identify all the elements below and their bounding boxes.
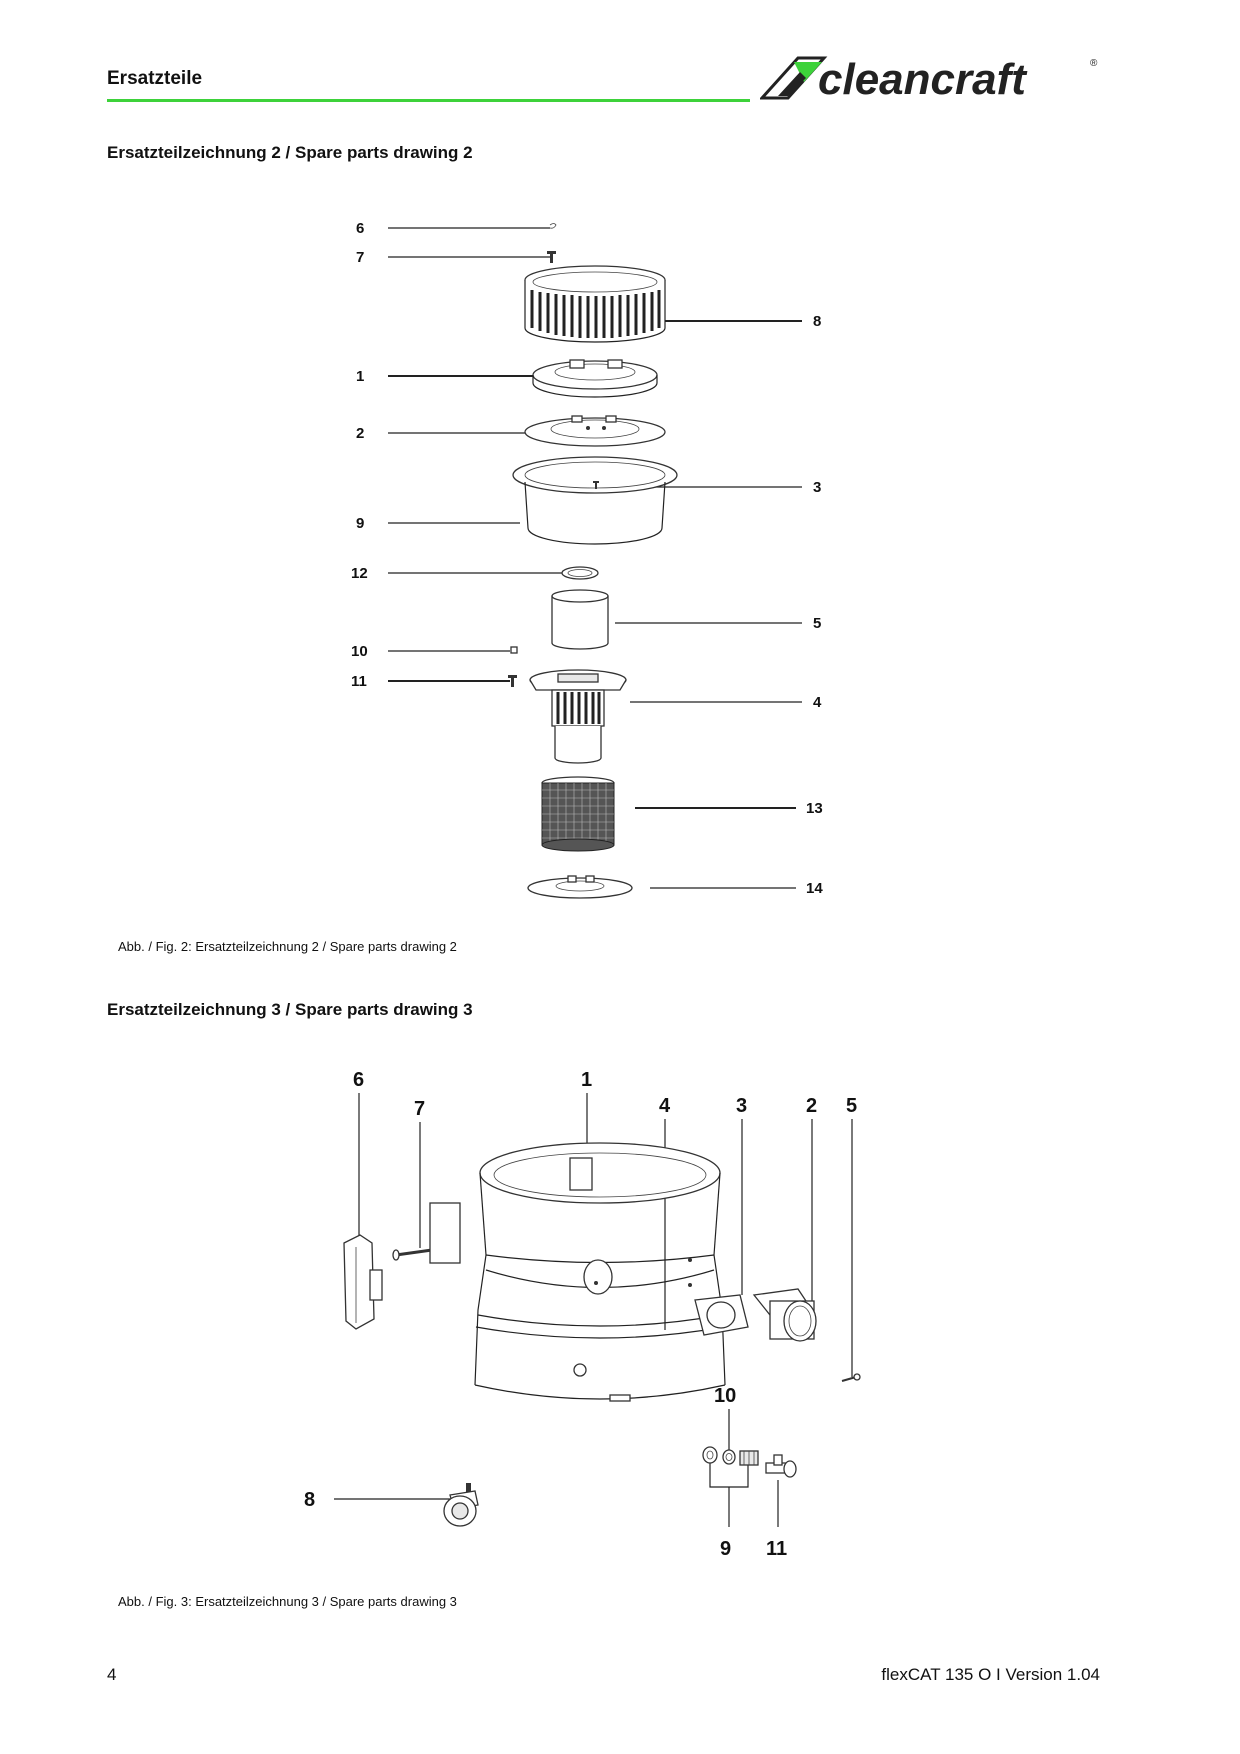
part-2-inlet-connector (752, 1288, 817, 1342)
part-9-nut (702, 1446, 718, 1464)
d3-label-9: 9 (720, 1538, 731, 1560)
section3-title: Ersatzteilzeichnung 3 / Spare parts draw… (107, 1000, 473, 1019)
d2-label-6: 6 (356, 220, 364, 237)
part-8-filter-cage (524, 265, 666, 343)
d2-label-2: 2 (356, 425, 364, 442)
d2-label-11: 11 (351, 673, 367, 690)
page-number: 4 (107, 1665, 117, 1684)
d3-label-1: 1 (581, 1069, 592, 1091)
part-13-mesh-filter (541, 776, 615, 852)
part-5-cylinder (551, 589, 609, 650)
part-9-inner-housing (512, 456, 678, 545)
part-3-flange (694, 1294, 749, 1336)
part-10-nut (510, 646, 518, 654)
d2-label-1: 1 (356, 368, 364, 385)
d3-label-11: 11 (766, 1538, 787, 1560)
logo-registered: ® (1090, 58, 1098, 69)
section2-title: Ersatzteilzeichnung 2 / Spare parts draw… (107, 143, 473, 162)
part-11-drain-valve (765, 1454, 797, 1478)
d3-label-6: 6 (353, 1069, 364, 1091)
part-5-screw (841, 1373, 861, 1382)
d2-label-10: 10 (351, 643, 368, 660)
part-8-castor (443, 1483, 479, 1527)
d3-label-5: 5 (846, 1095, 857, 1117)
part-7-screw (547, 251, 556, 263)
d2-label-5: 5 (813, 615, 821, 632)
d2-label-9: 9 (356, 515, 364, 532)
part-7-pin (392, 1248, 433, 1261)
part-10-washer (722, 1449, 736, 1465)
part-9-fitting (739, 1450, 759, 1466)
section2-caption: Abb. / Fig. 2: Ersatzteilzeichnung 2 / S… (118, 939, 457, 954)
header-rule (107, 99, 750, 102)
d2-label-3: 3 (813, 479, 821, 496)
part-2-mounting-plate (524, 415, 666, 447)
part-3-screw (593, 481, 599, 489)
page-header-title: Ersatzteile (107, 68, 203, 89)
d2-label-4: 4 (813, 694, 822, 711)
d3-label-8: 8 (304, 1489, 315, 1511)
d2-label-8: 8 (813, 313, 821, 330)
d3-label-10: 10 (714, 1385, 736, 1407)
d3-label-7: 7 (414, 1098, 425, 1120)
part-11-pin (508, 675, 517, 687)
d2-label-12: 12 (351, 565, 368, 582)
part-1-container (429, 1142, 726, 1402)
spare-parts-drawing-2: 6 7 8 1 2 3 9 12 5 10 11 4 13 14 (351, 220, 823, 899)
d2-label-14: 14 (806, 880, 823, 897)
d2-label-13: 13 (806, 800, 823, 817)
spare-parts-drawing-3: 6 1 7 4 3 2 5 10 8 9 11 (304, 1069, 861, 1560)
logo-wordmark: cleancraft (818, 55, 1028, 104)
footer-product-version: flexCAT 135 O I Version 1.04 (881, 1665, 1100, 1684)
part-6-latch (343, 1234, 383, 1330)
part-14-bottom-plate (527, 875, 633, 899)
d2-label-7: 7 (356, 249, 364, 266)
d3-label-2: 2 (806, 1095, 817, 1117)
part-12-seal-ring (561, 566, 599, 580)
cleancraft-logo: cleancraft ® (760, 55, 1098, 104)
d3-label-4: 4 (659, 1095, 671, 1117)
section3-caption: Abb. / Fig. 3: Ersatzteilzeichnung 3 / S… (118, 1594, 457, 1609)
d3-label-3: 3 (736, 1095, 747, 1117)
part-6-clip (549, 223, 557, 229)
part-4-motor-head (529, 669, 627, 764)
part-1-upper-plate (532, 359, 658, 398)
